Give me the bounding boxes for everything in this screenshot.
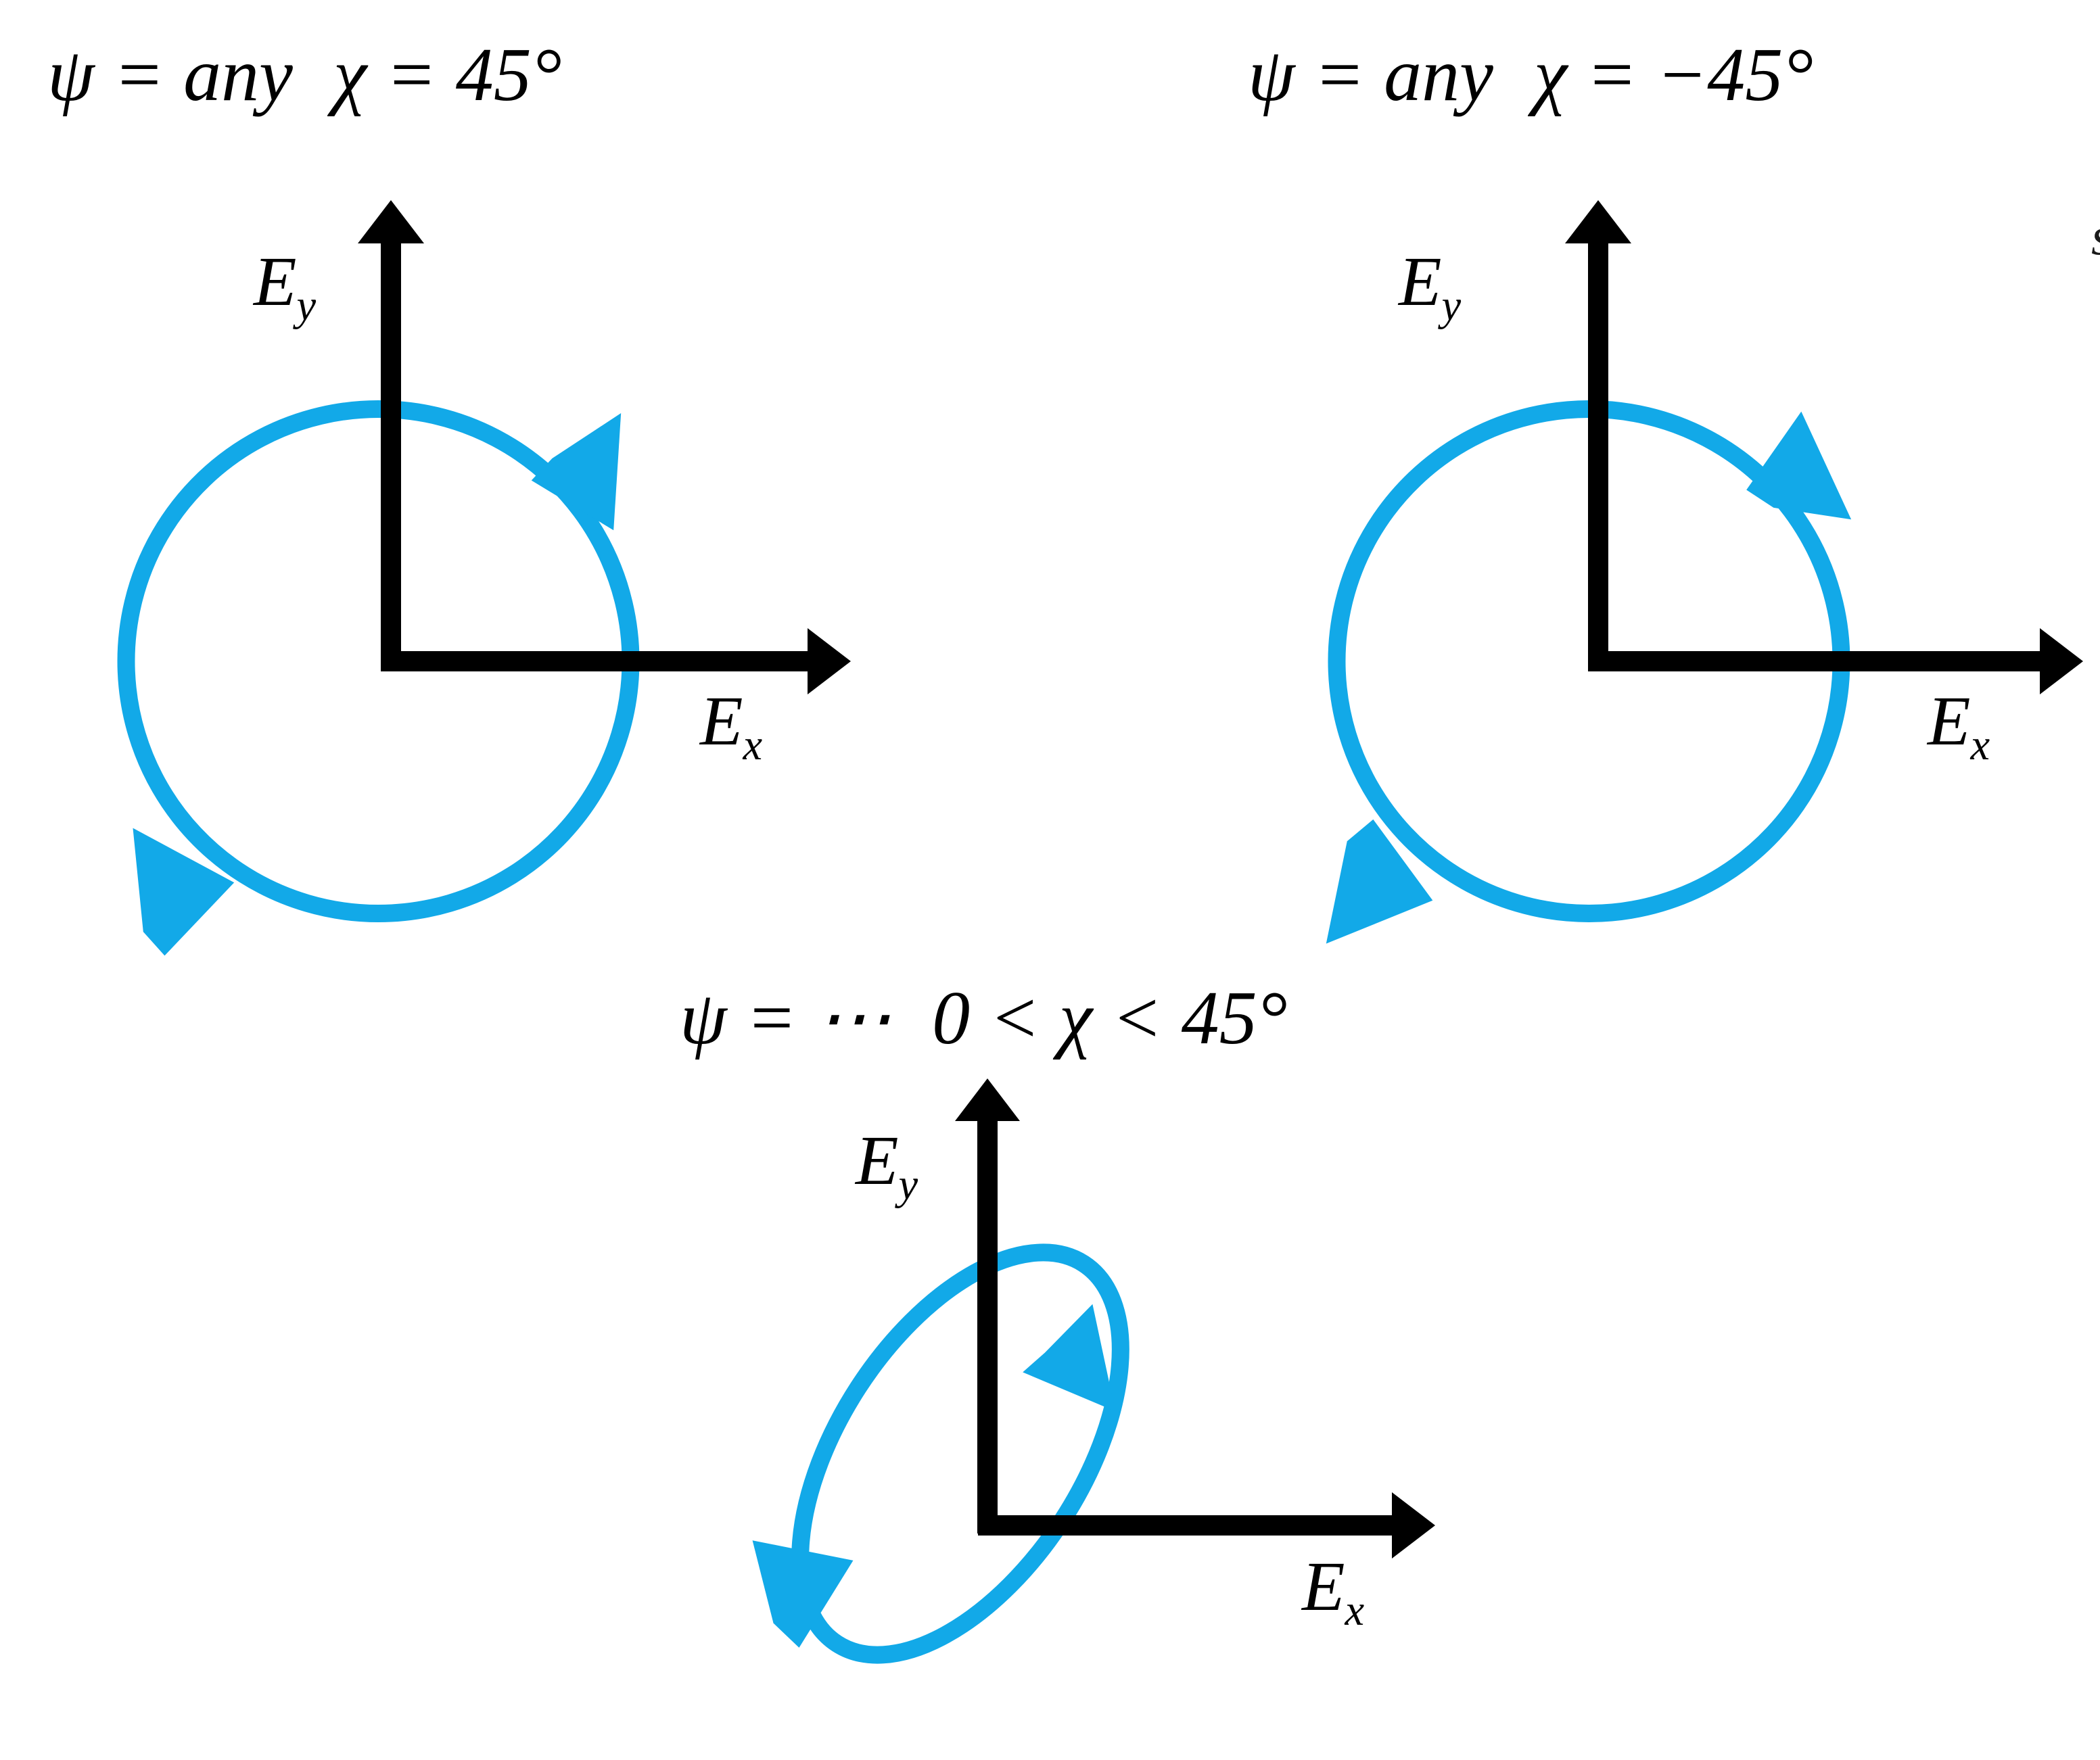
panel1-y-axis-label-text: E <box>254 243 297 320</box>
panel3-condition-chi: 0 < χ < 45° <box>932 976 1288 1060</box>
panel2-x-axis-label-text: E <box>1928 682 1971 760</box>
panel1-x-axis-label: Ex <box>700 686 762 767</box>
panel3-x-axis-label-text: E <box>1302 1548 1345 1625</box>
panel3-x-axis-label-sub: x <box>1345 1586 1365 1634</box>
panel2-x-axis-arrowhead <box>2040 628 2083 694</box>
panel3-arrowhead-upper-right <box>1023 1304 1116 1412</box>
panel1-y-axis-label-sub: y <box>296 281 317 329</box>
panel1-x-axis-label-text: E <box>700 682 743 760</box>
panel2-plot <box>1326 200 2083 944</box>
panel2-x-axis-label: Ex <box>1928 686 1990 767</box>
panel2-y-axis-arrowhead <box>1565 200 1631 243</box>
panel3-y-axis-label-text: E <box>856 1122 899 1199</box>
panel3-y-axis-label: Ey <box>856 1126 918 1206</box>
panel2-x-axis-label-sub: x <box>1970 720 1990 769</box>
panel3-arrowhead-lower-left <box>752 1540 854 1648</box>
panel3-y-axis-label-sub: y <box>898 1160 918 1208</box>
panel1-y-axis-arrowhead <box>358 200 424 243</box>
panel3-x-axis-arrowhead <box>1392 1492 1435 1559</box>
panel3-x-axis-label: Ex <box>1302 1552 1364 1632</box>
clipped-edge-glyph: s <box>2091 210 2100 270</box>
panel2-arrowhead-lower-left <box>1326 819 1433 944</box>
panel1-plot <box>117 200 851 956</box>
panel1-y-axis-label: Ey <box>254 247 316 327</box>
panel2-condition-chi: χ = −45° <box>1533 33 1814 117</box>
panel2-y-axis-label-text: E <box>1399 243 1442 320</box>
panel3-condition: ψ = ⋯0 < χ < 45° <box>680 980 1287 1056</box>
panel2-y-axis-label-sub: y <box>1441 281 1462 329</box>
panel2-arrowhead-upper-right <box>1746 411 1852 520</box>
panel2-condition-psi: ψ = any <box>1248 33 1493 117</box>
panel2-y-axis-label: Ey <box>1399 247 1461 327</box>
panel1-x-axis-label-sub: x <box>743 720 763 769</box>
panel3-y-axis-arrowhead <box>955 1078 1020 1121</box>
panel1-x-axis-arrowhead <box>808 628 851 694</box>
panel1-condition-psi: ψ = any <box>47 33 293 117</box>
panel3-plot <box>752 1078 1435 1664</box>
panel-chi-between: ψ = ⋯0 < χ < 45° Ey Ex <box>649 964 1529 1760</box>
panel1-condition-chi: χ = 45° <box>333 33 562 117</box>
panel3-condition-psi: ψ = ⋯ <box>680 976 892 1060</box>
panel1-arrowhead-upper-right <box>531 413 622 531</box>
panel1-arrowhead-lower-left <box>133 828 235 956</box>
panel1-polarization-circle <box>117 400 640 922</box>
panel2-polarization-circle <box>1328 400 1850 922</box>
